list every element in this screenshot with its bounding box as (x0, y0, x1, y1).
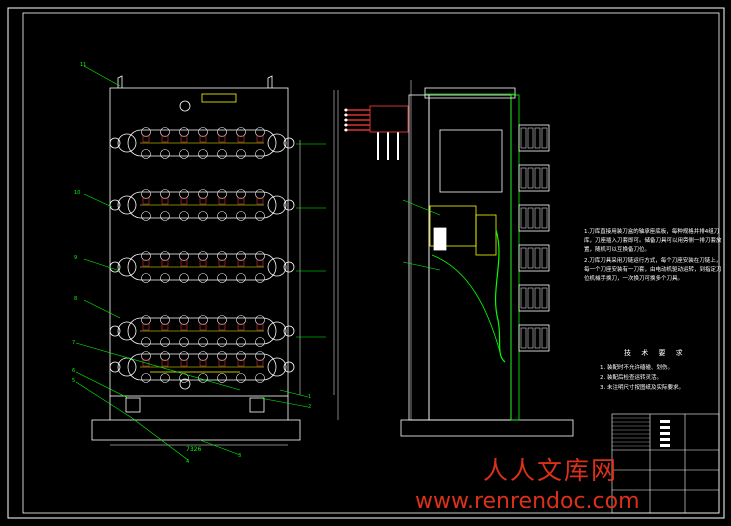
part-label: 8 (74, 296, 78, 302)
cabinet-outline (109, 87, 289, 397)
leader-lines (75, 65, 309, 461)
base-plate (91, 419, 301, 441)
front-view (91, 75, 335, 446)
requirement-item: 1. 装配时不允许磕碰、划伤。 (600, 365, 673, 371)
tool-chain-tier (109, 351, 295, 383)
tool-chain-tier (109, 127, 295, 159)
part-label: 11 (80, 62, 87, 68)
side-view (337, 80, 574, 437)
title-block (611, 413, 720, 514)
side-base (400, 419, 574, 437)
spindle-block (369, 105, 409, 133)
dimension-width: 7326 (186, 446, 202, 453)
tool-chain-tier (109, 189, 295, 221)
part-label: 9 (74, 255, 78, 261)
chain-guide (494, 229, 506, 363)
part-label: 10 (74, 190, 81, 196)
watermark-url: www.renrendoc.com (415, 489, 640, 514)
requirement-item: 2. 装配后检查运转灵活。 (600, 375, 662, 381)
electrical-box (439, 129, 503, 193)
note-2: 2.刀库刀具采用刀链运行方式，每个刀座安装在刀链上，每一个刀座安装有一刀套，由电… (584, 258, 722, 282)
part-label: 2 (308, 404, 312, 410)
part-label: 7 (72, 340, 76, 346)
note-1: 1.刀库直接用装刀盒的轴承座底板，每种规格并排4组刀库，刀座插入刀套即可。储备刀… (584, 229, 722, 253)
tool-spindles (344, 108, 399, 160)
foot-left (125, 397, 141, 413)
part-label: 5 (72, 378, 76, 384)
requirement-item: 3. 未注明尺寸按图纸及实际要求。 (600, 385, 684, 391)
inner-frame (22, 12, 720, 514)
part-label: 3 (238, 453, 242, 459)
requirements-list: 1. 装配时不允许磕碰、划伤。 2. 装配后检查运转灵活。 3. 未注明尺寸按图… (600, 363, 720, 393)
part-label: 6 (72, 368, 76, 374)
part-label: 1 (308, 394, 312, 400)
lifting-eye-right (267, 75, 273, 88)
tool-chain-tiers (109, 127, 295, 383)
tool-pockets (518, 124, 550, 352)
tool-chain-tier (109, 315, 295, 347)
watermark-cn: 人人文库网 (483, 456, 619, 485)
part-label: 4 (186, 459, 190, 465)
lifting-eye-left (117, 75, 123, 88)
technical-notes: 1.刀库直接用装刀盒的轴承座底板，每种规格并排4组刀库，刀座插入刀套即可。储备刀… (584, 228, 724, 286)
requirements-title: 技 术 要 求 (624, 349, 687, 357)
outer-frame (7, 7, 725, 519)
tool-chain-tier (109, 251, 295, 283)
foot-right (249, 397, 265, 413)
top-motor (201, 93, 237, 103)
